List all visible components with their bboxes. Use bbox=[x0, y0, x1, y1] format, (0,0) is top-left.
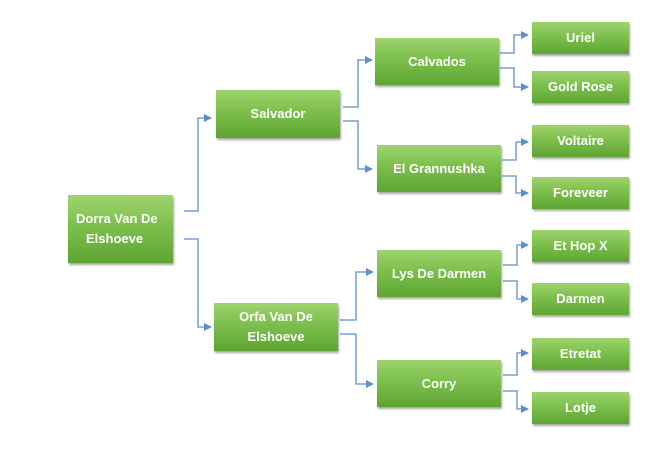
node-ds-dam-label: Darmen bbox=[556, 291, 605, 306]
node-sire[interactable]: Salvador bbox=[216, 90, 340, 138]
node-dd-sire[interactable]: Etretat bbox=[532, 338, 629, 370]
node-dam-label-line1: Orfa Van De bbox=[239, 309, 313, 324]
node-root-label-line1: Dorra Van De bbox=[76, 211, 158, 226]
node-dam-sire[interactable]: Lys De Darmen bbox=[377, 250, 501, 297]
node-ds-sire-label: Et Hop X bbox=[553, 238, 608, 253]
connector-sire-sire bbox=[343, 56, 373, 108]
connector-dd-sire bbox=[503, 349, 529, 376]
node-dam-label: Orfa Van De Elshoeve bbox=[239, 307, 313, 347]
connector-sd-sire bbox=[502, 138, 529, 161]
node-root[interactable]: Dorra Van De Elshoeve bbox=[68, 195, 173, 263]
node-dd-dam[interactable]: Lotje bbox=[532, 392, 629, 424]
node-ss-sire-label: Uriel bbox=[566, 30, 595, 45]
node-sire-dam-label: El Grannushka bbox=[393, 160, 485, 176]
node-dam-sire-label: Lys De Darmen bbox=[391, 265, 487, 281]
node-dd-sire-label: Etretat bbox=[559, 346, 602, 361]
node-root-label-line2: Elshoeve bbox=[86, 231, 144, 246]
node-dam[interactable]: Orfa Van De Elshoeve bbox=[214, 303, 338, 351]
node-sire-label: Salvador bbox=[250, 106, 306, 121]
connector-dd-dam bbox=[503, 390, 529, 413]
connector-dam-sire bbox=[340, 268, 374, 321]
node-sd-dam[interactable]: Foreveer bbox=[532, 177, 629, 209]
node-sd-dam-label: Foreveer bbox=[553, 185, 608, 200]
node-ds-dam[interactable]: Darmen bbox=[532, 283, 629, 315]
connector-ds-dam bbox=[503, 280, 529, 303]
node-dd-dam-label: Lotje bbox=[564, 400, 597, 415]
node-sd-sire[interactable]: Voltaire bbox=[532, 125, 629, 157]
node-ss-dam[interactable]: Gold Rose bbox=[532, 71, 629, 103]
connector-root-sire bbox=[184, 114, 212, 212]
node-sire-sire-label: Calvados bbox=[408, 53, 466, 69]
node-dam-dam-label: Corry bbox=[421, 375, 457, 391]
node-sire-sire[interactable]: Calvados bbox=[375, 38, 499, 85]
connector-ds-sire bbox=[503, 241, 529, 266]
node-ss-sire[interactable]: Uriel bbox=[532, 22, 629, 54]
connector-dam-dam bbox=[340, 333, 374, 388]
connector-root-dam bbox=[184, 238, 212, 331]
node-root-label: Dorra Van De Elshoeve bbox=[76, 209, 158, 249]
connector-sd-dam bbox=[502, 175, 529, 197]
node-sd-sire-label: Voltaire bbox=[557, 133, 604, 148]
connector-sire-dam bbox=[343, 120, 373, 173]
connector-ss-dam bbox=[500, 67, 529, 91]
connector-ss-sire bbox=[500, 31, 529, 54]
node-sire-dam[interactable]: El Grannushka bbox=[377, 145, 501, 192]
node-ds-sire[interactable]: Et Hop X bbox=[532, 230, 629, 262]
node-dam-dam[interactable]: Corry bbox=[377, 360, 501, 407]
node-ss-dam-label: Gold Rose bbox=[547, 79, 613, 94]
node-dam-label-line2: Elshoeve bbox=[247, 329, 305, 344]
